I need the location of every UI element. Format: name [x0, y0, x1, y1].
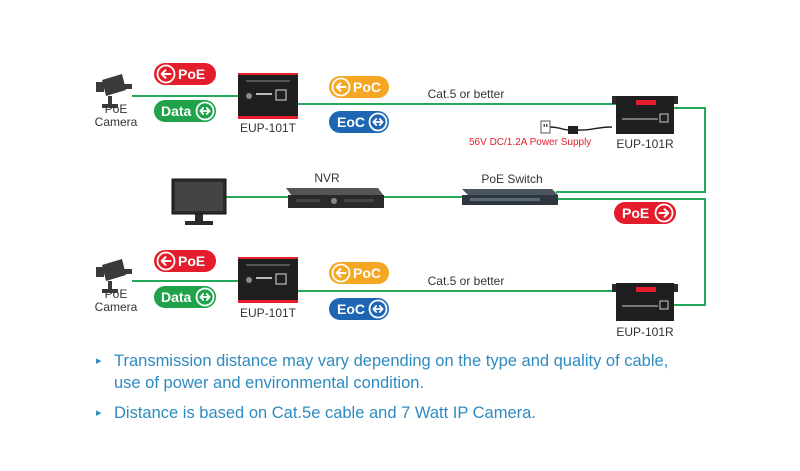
cable-switch-to-receiver-bottom	[556, 198, 706, 306]
receiver-device-top	[612, 96, 678, 134]
poc-pill-top: PoC	[329, 76, 389, 98]
eoc-pill-bottom: EoC	[329, 298, 389, 320]
poc-pill-top-text: PoC	[353, 79, 381, 95]
monitor-icon	[171, 178, 227, 225]
camera-label-bottom-2: Camera	[95, 300, 138, 314]
receiver-label-top: EUP-101R	[616, 137, 674, 151]
poe-pill-bottom-text: PoE	[178, 253, 205, 269]
receiver-label-bottom: EUP-101R	[616, 325, 674, 339]
power-supply-wire	[548, 126, 613, 131]
switch-label: PoE Switch	[481, 172, 542, 186]
nvr-label: NVR	[314, 171, 340, 185]
poe-pill-top-text: PoE	[178, 66, 205, 82]
power-supply-label: 56V DC/1.2A Power Supply	[469, 137, 591, 148]
eoc-pill-top-text: EoC	[337, 114, 365, 130]
cables	[132, 95, 706, 306]
data-pill-top-text: Data	[161, 103, 192, 119]
camera-label-top-2: Camera	[95, 115, 138, 129]
bullet-icon: ▸	[96, 355, 102, 367]
note-2-line-1: Distance is based on Cat.5e cable and 7 …	[114, 404, 536, 422]
transmitter-device-top	[238, 73, 298, 119]
receiver-device-bottom	[612, 283, 678, 321]
camera-icon	[96, 74, 132, 108]
camera-label-top-1: PoE	[105, 102, 128, 116]
bullet-icon: ▸	[96, 407, 102, 419]
note-item: ▸ Transmission distance may vary dependi…	[96, 350, 736, 394]
poe-pill-bottom: PoE	[154, 250, 216, 272]
poe-pill-middle: PoE	[614, 202, 676, 224]
camera-icon	[96, 259, 132, 293]
power-outlet-icon	[540, 120, 551, 134]
poc-pill-bottom-text: PoC	[353, 265, 381, 281]
cable-label-bottom: Cat.5 or better	[428, 274, 505, 288]
power-adapter-icon	[568, 126, 578, 134]
note-1-line-2: use of power and environmental condition…	[114, 374, 425, 392]
cable-receiver-to-switch	[556, 107, 706, 193]
data-pill-bottom: Data	[154, 286, 216, 308]
poe-switch-device	[462, 189, 558, 205]
transmitter-device-bottom	[238, 257, 298, 303]
transmitter-label-top: EUP-101T	[240, 121, 297, 135]
poe-pill-middle-text: PoE	[622, 205, 649, 221]
eoc-pill-top: EoC	[329, 111, 389, 133]
cable-label-top: Cat.5 or better	[428, 87, 505, 101]
poe-pill-top: PoE	[154, 63, 216, 85]
camera-label-bottom-1: PoE	[105, 287, 128, 301]
eoc-pill-bottom-text: EoC	[337, 301, 365, 317]
transmitter-label-bottom: EUP-101T	[240, 306, 297, 320]
nvr-device	[286, 188, 384, 208]
data-pill-top: Data	[154, 100, 216, 122]
poc-pill-bottom: PoC	[329, 262, 389, 284]
data-pill-bottom-text: Data	[161, 289, 192, 305]
note-1-line-1: Transmission distance may vary depending…	[114, 352, 669, 370]
note-item: ▸ Distance is based on Cat.5e cable and …	[96, 402, 736, 424]
notes-list: ▸ Transmission distance may vary dependi…	[96, 350, 736, 432]
